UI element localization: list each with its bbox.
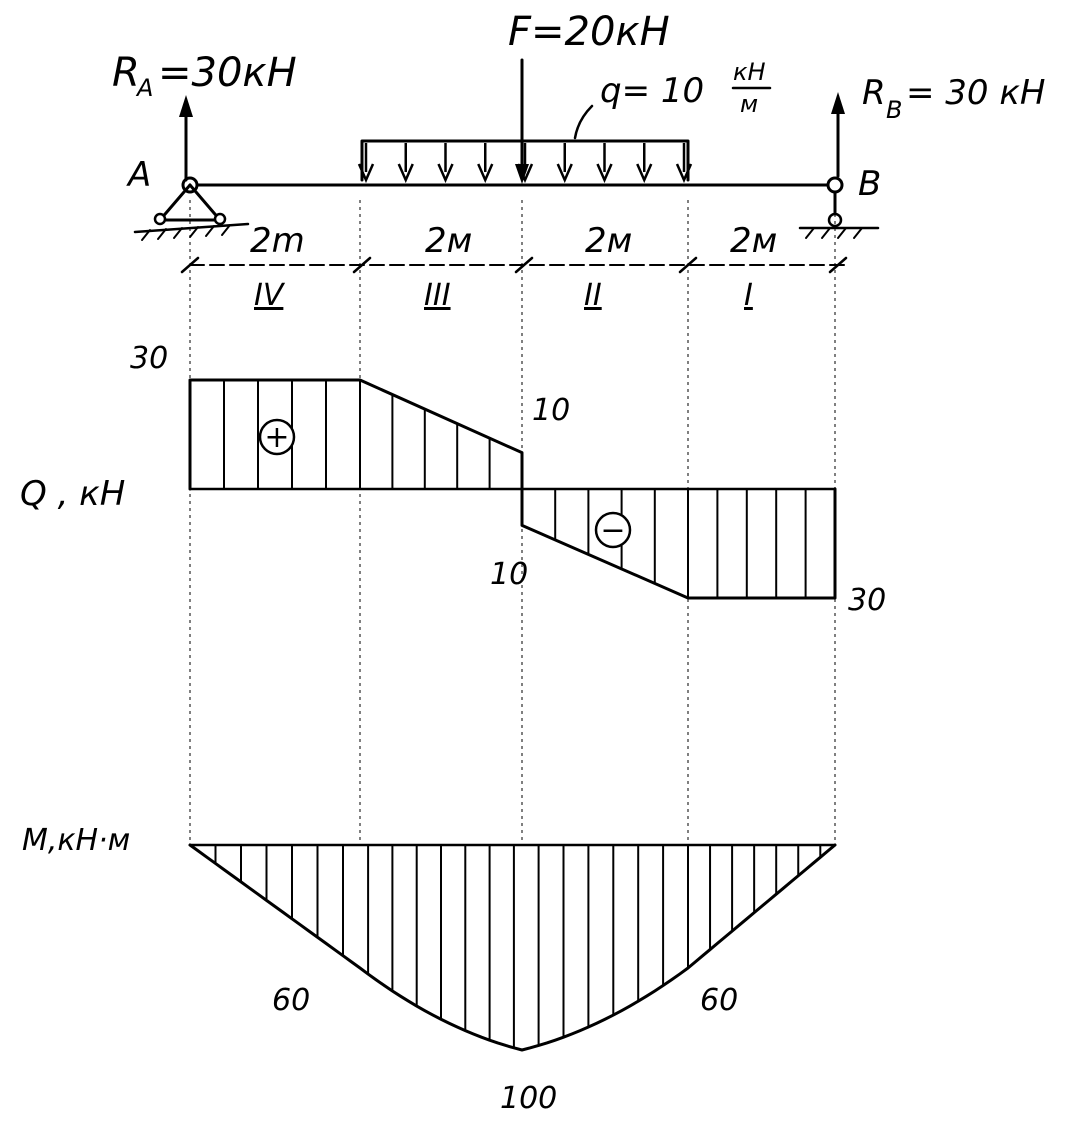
reaction-b-value: = 30 кН xyxy=(906,73,1045,113)
moment-label-left: 60 xyxy=(272,983,310,1018)
shear-label-right: 30 xyxy=(848,583,886,618)
span-label-4: 2м xyxy=(730,221,777,261)
reaction-a: R A =30кН xyxy=(112,50,297,182)
support-a-roller-right xyxy=(213,212,227,226)
shear-plus-sign: + xyxy=(264,420,289,455)
reaction-b: R B = 30 кН xyxy=(831,73,1045,178)
reaction-a-value: =30кН xyxy=(158,50,297,96)
section-label-iii: III xyxy=(424,278,451,313)
moment-curve xyxy=(188,843,837,1052)
load-arrowhead xyxy=(675,163,693,184)
load-arrowhead xyxy=(357,163,375,184)
reaction-a-arrowhead xyxy=(179,95,193,117)
shear-minus-circle xyxy=(594,511,632,549)
moment-axis-label: M,кН·м xyxy=(22,823,130,858)
support-a-roller-left xyxy=(153,212,167,226)
shear-label-left: 30 xyxy=(130,341,168,376)
shear-diagram: Q , кН 30 10 10 30 + − xyxy=(20,341,886,618)
load-arrowhead xyxy=(636,163,653,184)
load-arrowhead xyxy=(437,163,454,184)
load-arrows xyxy=(357,143,693,184)
support-b-label: B xyxy=(858,164,881,204)
load-arrowhead xyxy=(477,163,494,184)
moment-hatch xyxy=(214,845,822,1048)
load-arrowhead xyxy=(397,163,414,184)
distributed-load: q= 10 кН м xyxy=(357,58,772,184)
beam-group xyxy=(133,176,880,241)
load-arrowhead xyxy=(516,163,534,184)
section-label-i: I xyxy=(744,278,753,313)
reaction-b-subscript: B xyxy=(886,96,902,124)
support-a-leg xyxy=(188,183,222,222)
shear-axis-label: Q , кН xyxy=(20,474,125,514)
load-unit-top: кН xyxy=(733,58,766,86)
section-label-ii: II xyxy=(584,278,602,313)
support-b-hatch xyxy=(805,227,863,239)
span-label-2: 2м xyxy=(425,221,472,261)
span-label-1: 2m xyxy=(250,221,305,261)
reaction-a-subscript: A xyxy=(135,74,153,102)
load-leader xyxy=(573,104,594,140)
point-force: F=20кН xyxy=(508,9,670,184)
load-arrowhead xyxy=(556,163,573,184)
support-a-ground xyxy=(133,222,250,234)
reaction-a-symbol: R xyxy=(112,50,140,96)
moment-label-center: 100 xyxy=(500,1081,557,1116)
support-a-label: A xyxy=(126,155,151,195)
projection-lines xyxy=(189,200,836,845)
load-label: q= 10 xyxy=(600,71,704,111)
shear-plus-circle xyxy=(258,418,296,456)
dimension-group: 2m 2м 2м 2м IV III II I xyxy=(180,221,849,313)
shear-label-mid-top: 10 xyxy=(532,393,570,428)
force-label: F=20кН xyxy=(508,9,670,55)
moment-diagram: M,кН·м 60 60 100 xyxy=(22,823,837,1116)
support-b-pin xyxy=(826,176,844,194)
shear-hatch xyxy=(223,380,807,598)
shear-minus-sign: − xyxy=(600,513,625,548)
support-a-hatch xyxy=(141,224,231,241)
reaction-b-symbol: R xyxy=(862,73,886,113)
load-arrowhead xyxy=(596,163,613,184)
span-label-3: 2м xyxy=(585,221,632,261)
section-label-iv: IV xyxy=(254,278,286,313)
shear-label-mid-bottom: 10 xyxy=(490,557,528,592)
moment-label-right: 60 xyxy=(700,983,738,1018)
reaction-b-arrowhead xyxy=(831,92,845,114)
load-frame xyxy=(360,139,690,182)
load-unit-bottom: м xyxy=(740,90,758,118)
